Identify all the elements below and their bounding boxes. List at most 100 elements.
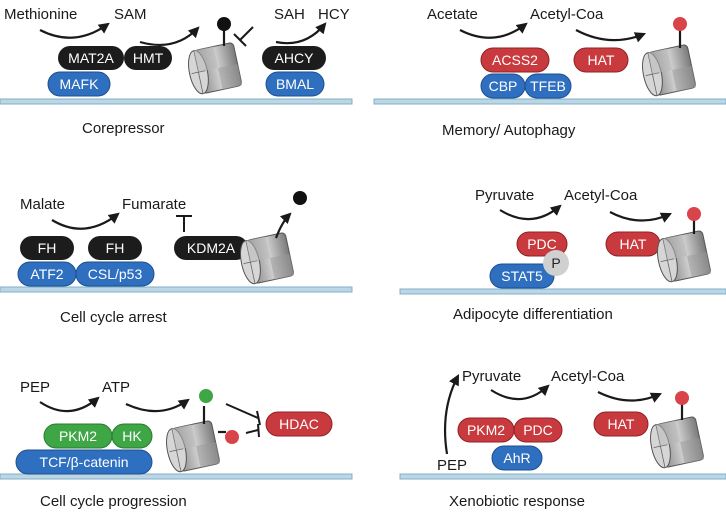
pill-pdc: PDC [513, 417, 563, 443]
metabolite-methionine: Methionine [4, 6, 77, 23]
svg-text:PDC: PDC [527, 236, 557, 252]
phospho-mark-green-icon [199, 389, 213, 403]
pill-hdac: HDAC [265, 411, 333, 437]
svg-text:KDM2A: KDM2A [187, 240, 236, 256]
pill-pkm2: PKM2 [457, 417, 515, 443]
inhibition-line [245, 429, 259, 434]
pill-fh-2: FH [88, 236, 142, 260]
inhibition-bar [257, 423, 260, 438]
metabolite-pyruvate: Pyruvate [462, 368, 521, 385]
pill-hk: HK [111, 423, 153, 449]
nucleosome-icon [638, 43, 697, 99]
pill-cbp: CBP [480, 73, 526, 99]
reaction-arrow [609, 211, 672, 223]
caption-adipocyte-differentiation: Adipocyte differentiation [453, 306, 613, 323]
dna-strand [399, 288, 726, 295]
svg-text:AhR: AhR [503, 450, 530, 466]
svg-text:HAT: HAT [608, 416, 635, 432]
svg-text:CBP: CBP [489, 78, 518, 94]
svg-text:MAFK: MAFK [60, 76, 100, 92]
panel-xenobiotic-response: Pyruvate Acetyl-Coa PEP PKM2 PDC HAT AhR… [399, 368, 726, 510]
svg-text:PKM2: PKM2 [59, 428, 97, 444]
pill-hat: HAT [605, 231, 661, 257]
svg-text:HAT: HAT [620, 236, 647, 252]
demethylation-arrow [274, 212, 292, 239]
pill-mafk: MAFK [47, 71, 111, 97]
metabolite-acetate: Acetate [427, 6, 478, 23]
inhibition-bar [233, 33, 247, 47]
dna-strand [0, 473, 353, 480]
dna-strand [0, 286, 353, 293]
reaction-arrow [39, 22, 110, 39]
svg-text:HDAC: HDAC [279, 416, 319, 432]
svg-text:HMT: HMT [133, 50, 164, 66]
pill-pdc: PDC [516, 231, 568, 257]
metabolite-acetyl-coa: Acetyl-Coa [564, 187, 638, 204]
svg-text:FH: FH [106, 240, 125, 256]
metabolite-malate: Malate [20, 196, 65, 213]
svg-text:PDC: PDC [523, 422, 553, 438]
svg-text:ACSS2: ACSS2 [492, 52, 538, 68]
svg-text:AHCY: AHCY [275, 50, 315, 66]
reaction-arrow [39, 396, 100, 413]
panel-memory-autophagy: Acetate Acetyl-Coa ACSS2 HAT CBP TFEB Me… [373, 6, 726, 139]
svg-text:TFEB: TFEB [530, 78, 566, 94]
acetyl-mark-icon [225, 430, 239, 444]
svg-text:STAT5: STAT5 [501, 268, 543, 284]
metabolite-pep: PEP [20, 379, 50, 396]
caption-cell-cycle-progression: Cell cycle progression [40, 493, 187, 510]
acetyl-mark-icon [675, 391, 689, 405]
pill-hat: HAT [593, 411, 649, 437]
pill-tcf-beta-catenin: TCF/β-catenin [15, 449, 153, 475]
svg-text:ATF2: ATF2 [30, 266, 63, 282]
reaction-arrow [443, 374, 460, 455]
inhibition-bar [256, 410, 261, 426]
svg-text:MAT2A: MAT2A [68, 50, 114, 66]
caption-memory-autophagy: Memory/ Autophagy [442, 122, 576, 139]
svg-text:PKM2: PKM2 [467, 422, 505, 438]
panel-cell-cycle-arrest: Malate Fumarate FH FH ATF2 CSL/p53 KDM2A… [0, 191, 353, 326]
dna-strand [0, 98, 353, 105]
pill-ahcy: AHCY [262, 46, 326, 70]
caption-xenobiotic-response: Xenobiotic response [449, 493, 585, 510]
svg-text:P: P [551, 255, 560, 271]
pill-fh-1: FH [20, 236, 74, 260]
metabolite-acetyl-coa: Acetyl-Coa [530, 6, 604, 23]
metabolite-sam: SAM [114, 6, 147, 23]
caption-cell-cycle-arrest: Cell cycle arrest [60, 309, 168, 326]
metabolite-pyruvate: Pyruvate [475, 187, 534, 204]
phospho-mark: P [543, 250, 569, 276]
pill-mat2a: MAT2A [58, 46, 124, 70]
pill-hmt: HMT [124, 46, 172, 70]
methyl-mark-icon [217, 17, 231, 31]
dna-strand [399, 473, 726, 480]
reaction-arrow [499, 204, 562, 221]
acetyl-mark-icon [687, 207, 701, 221]
reaction-arrow [125, 398, 190, 413]
pill-csl-p53: CSL/p53 [75, 261, 155, 287]
pill-stat5: STAT5 [489, 263, 555, 289]
metabolite-hcy: HCY [318, 6, 350, 23]
svg-text:TCF/β-catenin: TCF/β-catenin [40, 454, 129, 470]
metabolite-sah: SAH [274, 6, 305, 23]
pill-kdm2a: KDM2A [174, 236, 248, 260]
pill-tfeb: TFEB [524, 73, 572, 99]
nucleosome-icon [236, 231, 295, 287]
svg-text:CSL/p53: CSL/p53 [88, 266, 143, 282]
inhibition-line [239, 26, 254, 41]
nucleosome-icon [653, 229, 712, 285]
pill-hat: HAT [573, 47, 629, 73]
pill-acss2: ACSS2 [480, 47, 550, 73]
reaction-arrow [575, 29, 647, 43]
reaction-arrow [139, 26, 200, 46]
reaction-arrow [51, 212, 120, 230]
pill-ahr: AhR [491, 445, 543, 471]
pill-bmal: BMAL [265, 71, 325, 97]
nucleosome-icon [646, 415, 705, 471]
panel-cell-cycle-progression: PEP ATP PKM2 HK TCF/β-catenin HDAC Cell … [0, 379, 353, 510]
pill-atf2: ATF2 [17, 261, 77, 287]
panel-adipocyte-differentiation: Pyruvate Acetyl-Coa PDC HAT STAT5 P Adip… [399, 187, 726, 323]
dna-strand [373, 98, 726, 105]
nucleosome-icon [184, 41, 243, 97]
acetyl-mark-icon [673, 17, 687, 31]
